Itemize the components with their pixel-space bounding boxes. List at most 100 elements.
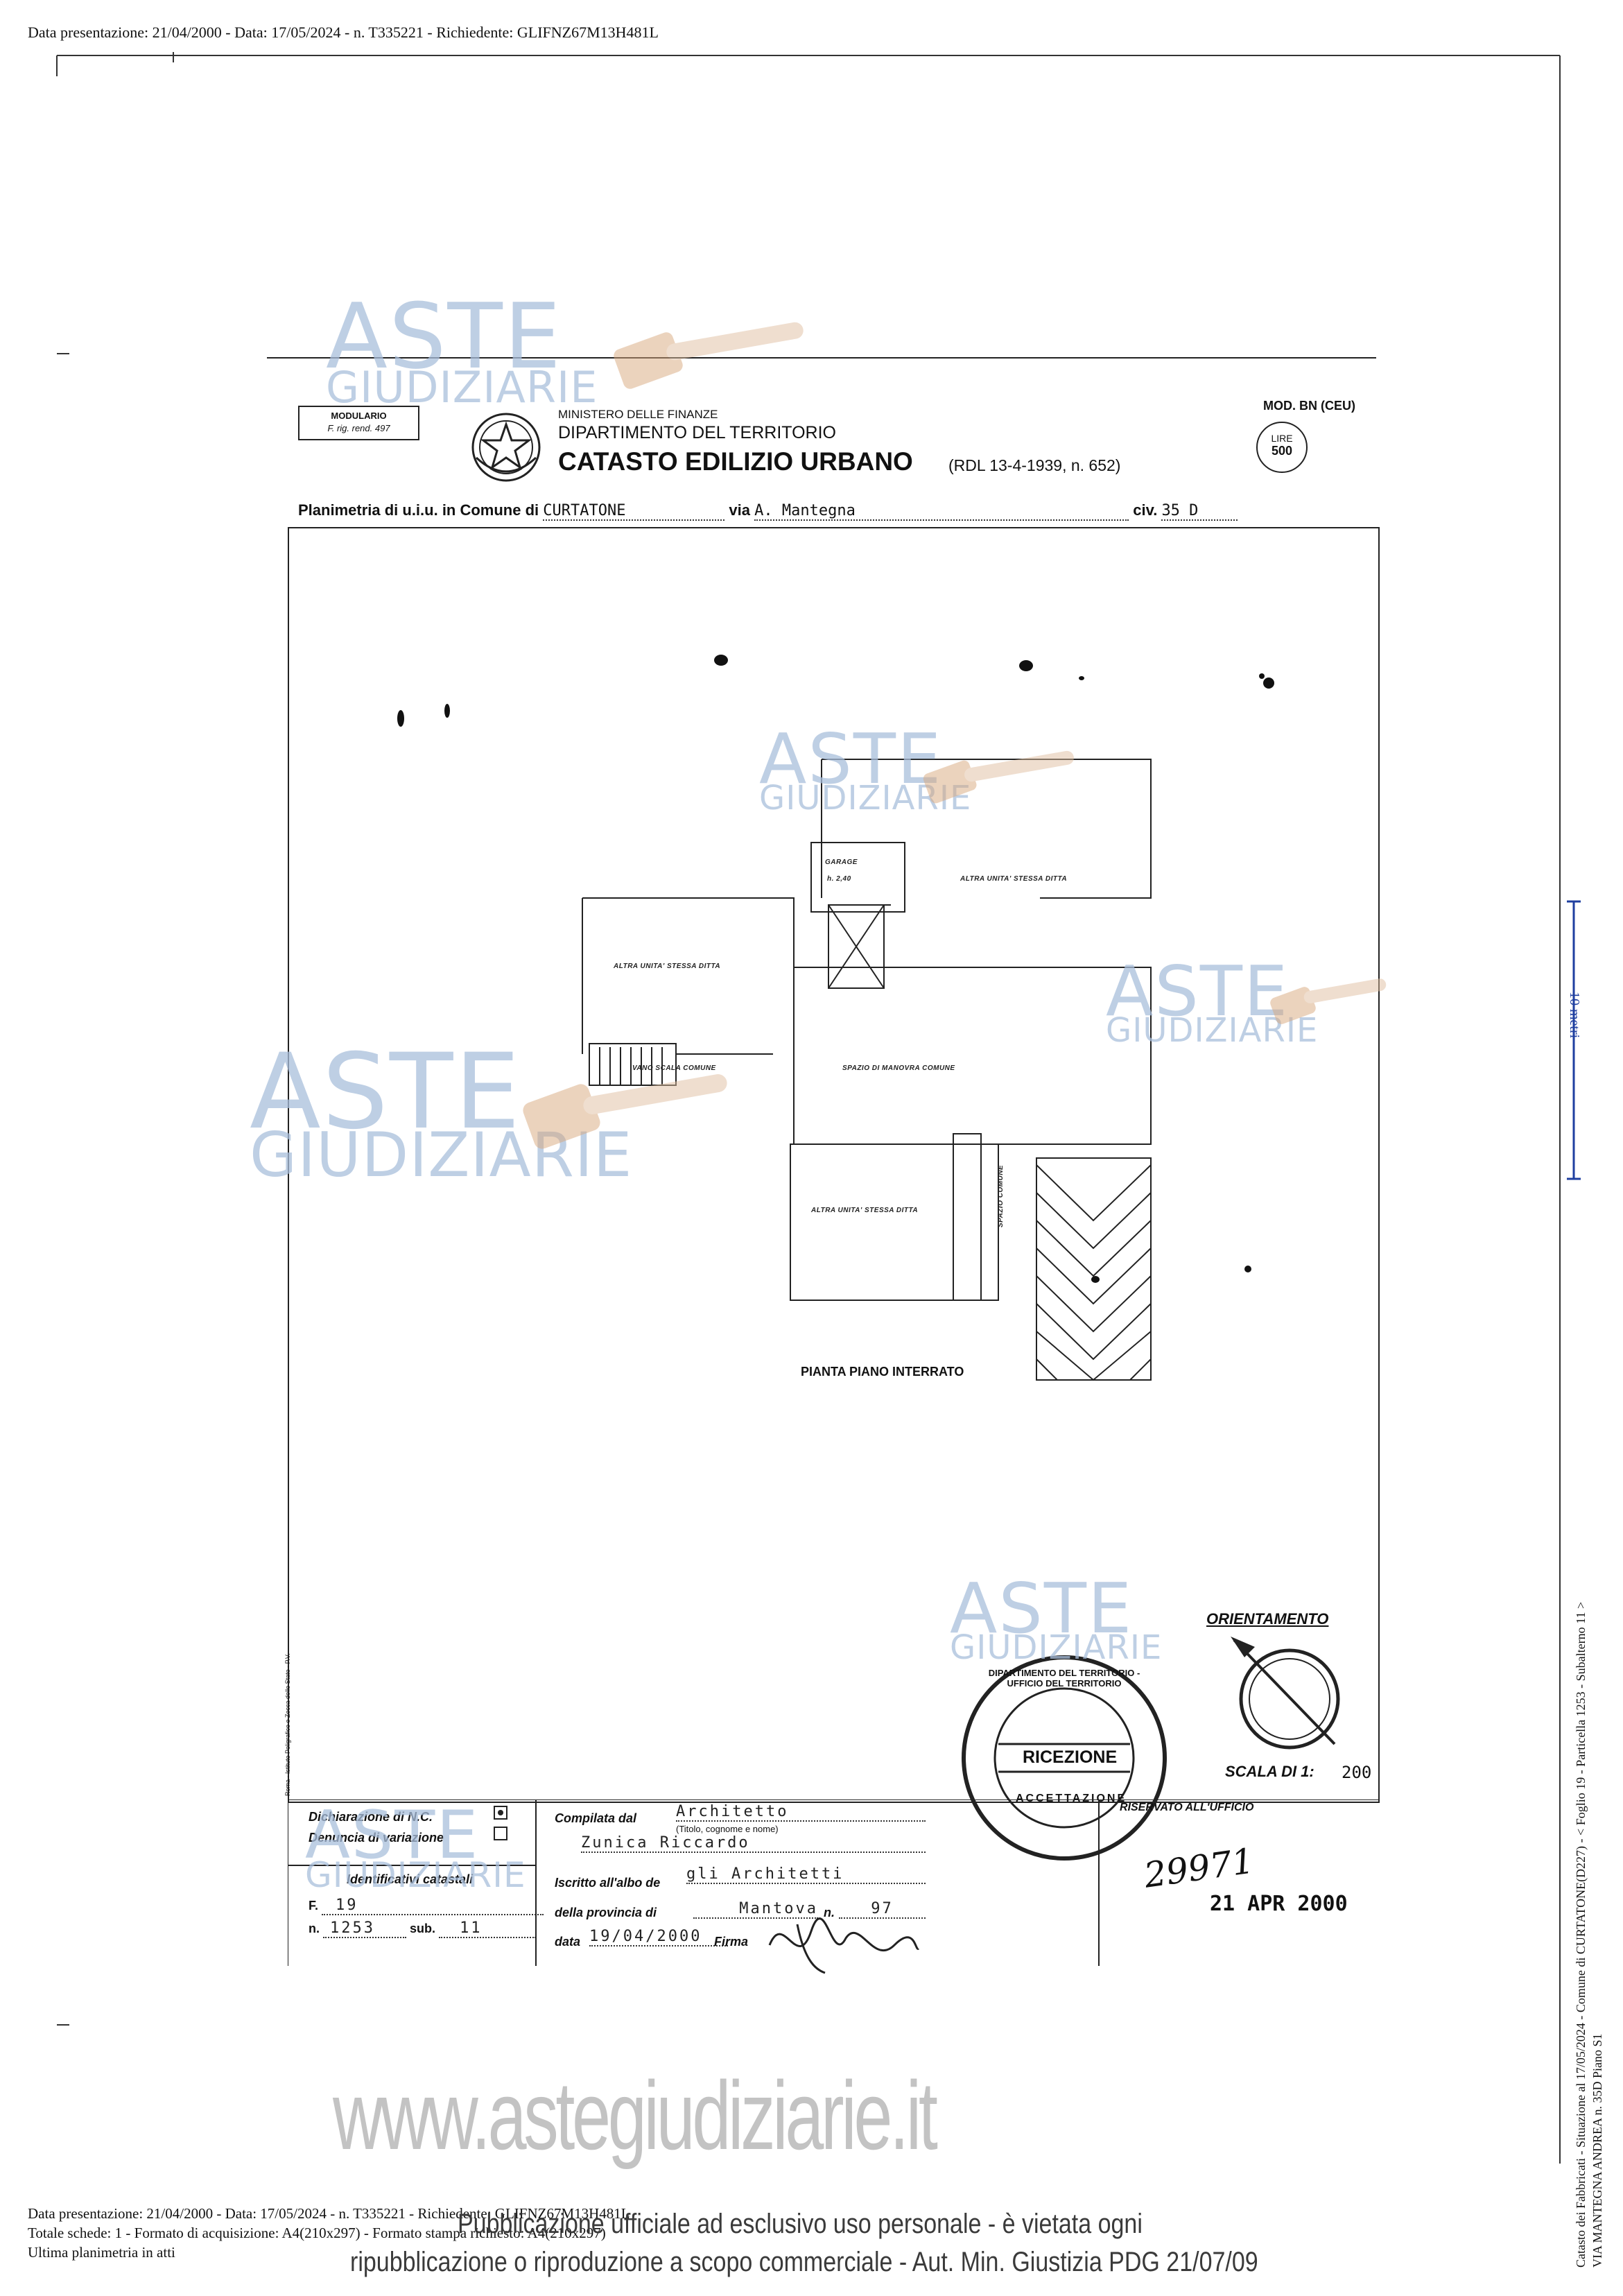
garage-height-label: h. 2,40 xyxy=(827,875,851,883)
aste-watermark: ASTE GIUDIZIARIE xyxy=(305,1797,526,1893)
speck xyxy=(714,655,728,666)
scala-label: SCALA DI 1: xyxy=(1225,1763,1314,1780)
model-code: MOD. BN (CEU) xyxy=(1263,399,1355,413)
speck xyxy=(1019,660,1033,671)
stamp-inner-text: ACCETTAZIONE xyxy=(1016,1793,1127,1804)
publication-notice-line2: ripubblicazione o riproduzione a scopo c… xyxy=(350,2247,1258,2277)
particella-value: 1253 xyxy=(323,1919,407,1938)
garage-cross xyxy=(828,904,885,989)
modulario-code: F. rig. rend. 497 xyxy=(327,423,390,433)
particella-row: n. 1253 sub. 11 xyxy=(309,1919,537,1938)
floor-label: PIANTA PIANO INTERRATO xyxy=(801,1365,964,1379)
gavel-watermark-icon xyxy=(923,750,1074,804)
titolo-hint: (Titolo, cognome e nome) xyxy=(676,1824,779,1834)
signature-scribble xyxy=(768,1917,920,1974)
albo-value: gli Architetti xyxy=(686,1865,926,1884)
scan-speckles xyxy=(397,655,1274,1283)
speck xyxy=(1259,673,1265,679)
comune-value: CURTATONE xyxy=(543,502,725,521)
north-compass-icon xyxy=(1231,1637,1340,1750)
watermark-aste: ASTE xyxy=(759,718,943,800)
garage-box xyxy=(828,904,885,989)
watermark-giudiziarie: GIUDIZIARIE xyxy=(950,1628,1163,1667)
stamp-lire-value: 500 xyxy=(1271,444,1293,458)
reception-stamp: RICEZIONE DIPARTIMENTO DEL TERRITORIO - … xyxy=(960,1654,1168,1862)
identificativi-label: Identificativi catastali xyxy=(347,1872,474,1886)
speck xyxy=(1263,677,1274,689)
denuncia-label: Denuncia di variazione xyxy=(309,1831,444,1845)
speck xyxy=(1091,1276,1100,1283)
law-reference: (RDL 13-4-1939, n. 652) xyxy=(948,456,1121,474)
particella-label: n. xyxy=(309,1922,320,1935)
foglio-row: F. 19 xyxy=(309,1897,544,1915)
provincia-label: della provincia di xyxy=(555,1906,657,1919)
speck xyxy=(1079,676,1084,680)
form-top-rule xyxy=(267,357,1376,359)
floor-plan-drawing xyxy=(582,759,1152,1381)
italian-emblem-icon xyxy=(471,413,541,482)
bottom-schede-line: Totale schede: 1 - Formato di acquisizio… xyxy=(28,2225,606,2241)
aste-watermark: ASTE GIUDIZIARIE xyxy=(950,1568,1163,1667)
civ-label: civ. xyxy=(1133,501,1158,519)
watermark-aste: ASTE xyxy=(1106,951,1290,1032)
watermark-aste: ASTE xyxy=(250,1032,522,1153)
via-value: A. Mantegna xyxy=(754,502,1129,521)
stamp-ricezione: RICEZIONE xyxy=(1023,1747,1118,1767)
garage-label: GARAGE xyxy=(825,858,858,866)
riservato-label: RISERVATO ALL'UFFICIO xyxy=(1120,1802,1254,1813)
plan-wall xyxy=(822,759,1152,899)
watermark-giudiziarie: GIUDIZIARIE xyxy=(326,362,598,413)
room-spazio-comune: SPAZIO COMUNE xyxy=(997,1164,1005,1227)
room-spazio-manovra: SPAZIO DI MANOVRA COMUNE xyxy=(842,1064,955,1072)
aste-watermark: ASTE GIUDIZIARIE xyxy=(1106,951,1318,1048)
ministry-name: MINISTERO DELLE FINANZE xyxy=(558,408,718,421)
catasto-title: CATASTO EDILIZIO URBANO xyxy=(558,447,913,476)
civ-value: 35 D xyxy=(1161,502,1238,521)
planimetria-line: Planimetria di u.i.u. in Comune di CURTA… xyxy=(298,501,1366,525)
dichiarazione-label: Dichiarazione di N.C. xyxy=(309,1810,433,1824)
room-altra-unita-top: ALTRA UNITA' STESSA DITTA xyxy=(960,875,1068,883)
footer-form-grid xyxy=(288,1799,1380,1966)
plan-frame xyxy=(288,527,1380,1803)
scala-value: 200 xyxy=(1342,1763,1372,1782)
checkbox-mark-icon xyxy=(498,1810,503,1815)
watermark-aste: ASTE xyxy=(326,284,562,389)
data-value: 19/04/2000 xyxy=(589,1928,728,1947)
gavel-watermark-icon xyxy=(523,1074,727,1149)
printer-note: Roma - Istituto Poligrafico e Zecca dell… xyxy=(284,1653,291,1796)
watermark-aste: ASTE xyxy=(950,1568,1134,1649)
room-vano-scala: VANO SCALA COMUNE xyxy=(632,1064,716,1072)
plan-wall xyxy=(794,967,1152,1145)
revenue-stamp: LIRE 500 xyxy=(1256,422,1308,473)
room-altra-unita-bottom: ALTRA UNITA' STESSA DITTA xyxy=(811,1207,919,1214)
vertical-catasto-info: Catasto dei Fabbricati - Situazione al 1… xyxy=(1574,1601,1588,2268)
foglio-label: F. xyxy=(309,1899,319,1913)
titolo-value: Architetto xyxy=(676,1803,926,1822)
speck xyxy=(397,710,404,727)
data-label: data xyxy=(555,1935,581,1949)
provincia-value: Mantova xyxy=(693,1900,818,1919)
department-name: DIPARTIMENTO DEL TERRITORIO xyxy=(558,423,836,442)
bottom-ultima-line: Ultima planimetria in atti xyxy=(28,2244,175,2261)
denuncia-checkbox[interactable] xyxy=(494,1827,507,1840)
gavel-watermark-icon xyxy=(1270,978,1387,1024)
compilata-label: Compilata dal xyxy=(555,1811,637,1825)
speck xyxy=(444,704,450,718)
publication-notice-line1: Pubblicazione ufficiale ad esclusivo uso… xyxy=(458,2209,1143,2239)
modulario-label: MODULARIO xyxy=(331,411,387,421)
plan-wall xyxy=(582,897,795,967)
n-albo-label: n. xyxy=(824,1906,835,1919)
aste-watermark: ASTE GIUDIZIARIE xyxy=(759,725,971,815)
aste-watermark: ASTE GIUDIZIARIE xyxy=(250,1040,632,1186)
iscritto-label: Iscritto all'albo de xyxy=(555,1876,661,1890)
stamp-lire-label: LIRE xyxy=(1271,433,1293,444)
stamp-rings-icon xyxy=(962,1655,1167,1861)
sub-value: 11 xyxy=(439,1919,537,1938)
ramp-hatching xyxy=(1036,1164,1152,1381)
lower-unit-outline xyxy=(790,1143,999,1301)
scale-marker-label: 10 metri xyxy=(1567,992,1582,1039)
dichiarazione-checkbox[interactable] xyxy=(494,1806,507,1820)
firma-label: Firma xyxy=(714,1935,749,1949)
sub-label: sub. xyxy=(410,1922,436,1935)
watermark-aste: ASTE xyxy=(305,1797,480,1874)
